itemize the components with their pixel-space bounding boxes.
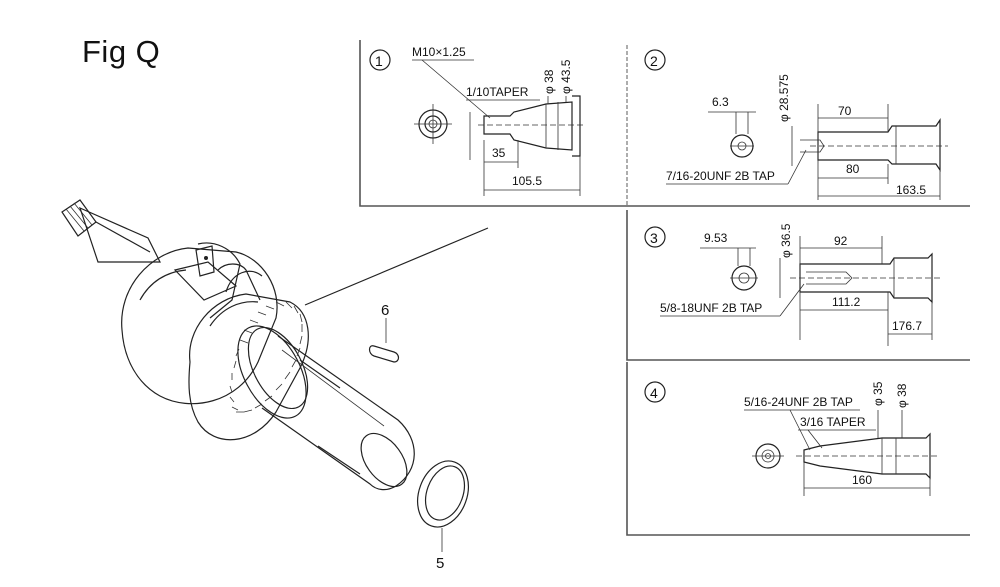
panel-3-dim-offset: 9.53 — [704, 231, 728, 245]
panel-3-dim-92: 92 — [834, 234, 848, 248]
panel-1-dia1-label: φ 38 — [542, 69, 556, 94]
panel-2-dim-70: 70 — [838, 104, 852, 118]
panel-4-number: 4 — [650, 385, 658, 401]
panel-3-dia-label: φ 36.5 — [779, 223, 793, 258]
panel-4-dim-160: 160 — [852, 473, 872, 487]
panel-1-dim-long: 105.5 — [512, 174, 542, 188]
panel-3-dim-176: 176.7 — [892, 319, 922, 333]
panel-3: 3 9.53 φ 36.5 92 111.2 176.7 5/8-18UNF — [644, 223, 940, 346]
panel-4-dia1-label: φ 35 — [871, 381, 885, 406]
panel-1-dim-short: 35 — [492, 146, 506, 160]
panel-2-dim-163: 163.5 — [896, 183, 926, 197]
panel-1-taper-label: 1/10TAPER — [466, 85, 529, 99]
panel-4-dia2-label: φ 38 — [895, 383, 909, 408]
panel-3-number: 3 — [650, 230, 658, 246]
panel-3-tap-label: 5/8-18UNF 2B TAP — [660, 301, 762, 315]
panel-1-thread-label: M10×1.25 — [412, 45, 466, 59]
panel-1: 1 M10×1.25 1/10TAPER φ 38 φ 43.5 — [369, 45, 586, 196]
panel-4: 4 5/16-24UNF 2B TAP φ 35 φ 38 3/16 TAPER… — [644, 381, 938, 496]
panel-4-taper-label: 3/16 TAPER — [800, 415, 866, 429]
panel-frames — [359, 40, 970, 536]
washer-callout-number: 5 — [436, 555, 444, 572]
panel-2-dia-label: φ 28.575 — [777, 74, 791, 122]
figure-title: Fig Q — [82, 34, 161, 69]
panel-4-tap-label: 5/16-24UNF 2B TAP — [744, 395, 853, 409]
panel-2-tap-label: 7/16-20UNF 2B TAP — [666, 169, 775, 183]
key-pin-part: 6 — [368, 302, 400, 363]
panel-3-dim-111: 111.2 — [832, 295, 861, 309]
panel-2: 2 6.3 φ 28.575 70 80 163.5 7/16 — [644, 49, 948, 200]
washer-part: 5 — [417, 460, 469, 572]
panel-2-dim-offset: 6.3 — [712, 95, 729, 109]
crankshaft-drawing — [61, 199, 415, 491]
pin-callout-number: 6 — [381, 302, 389, 319]
panel-1-number: 1 — [375, 53, 383, 69]
panel-2-number: 2 — [650, 53, 658, 69]
crankshaft-leader-line — [304, 227, 489, 306]
panel-2-dim-80: 80 — [846, 162, 860, 176]
panel-1-dia2-label: φ 43.5 — [559, 59, 573, 94]
